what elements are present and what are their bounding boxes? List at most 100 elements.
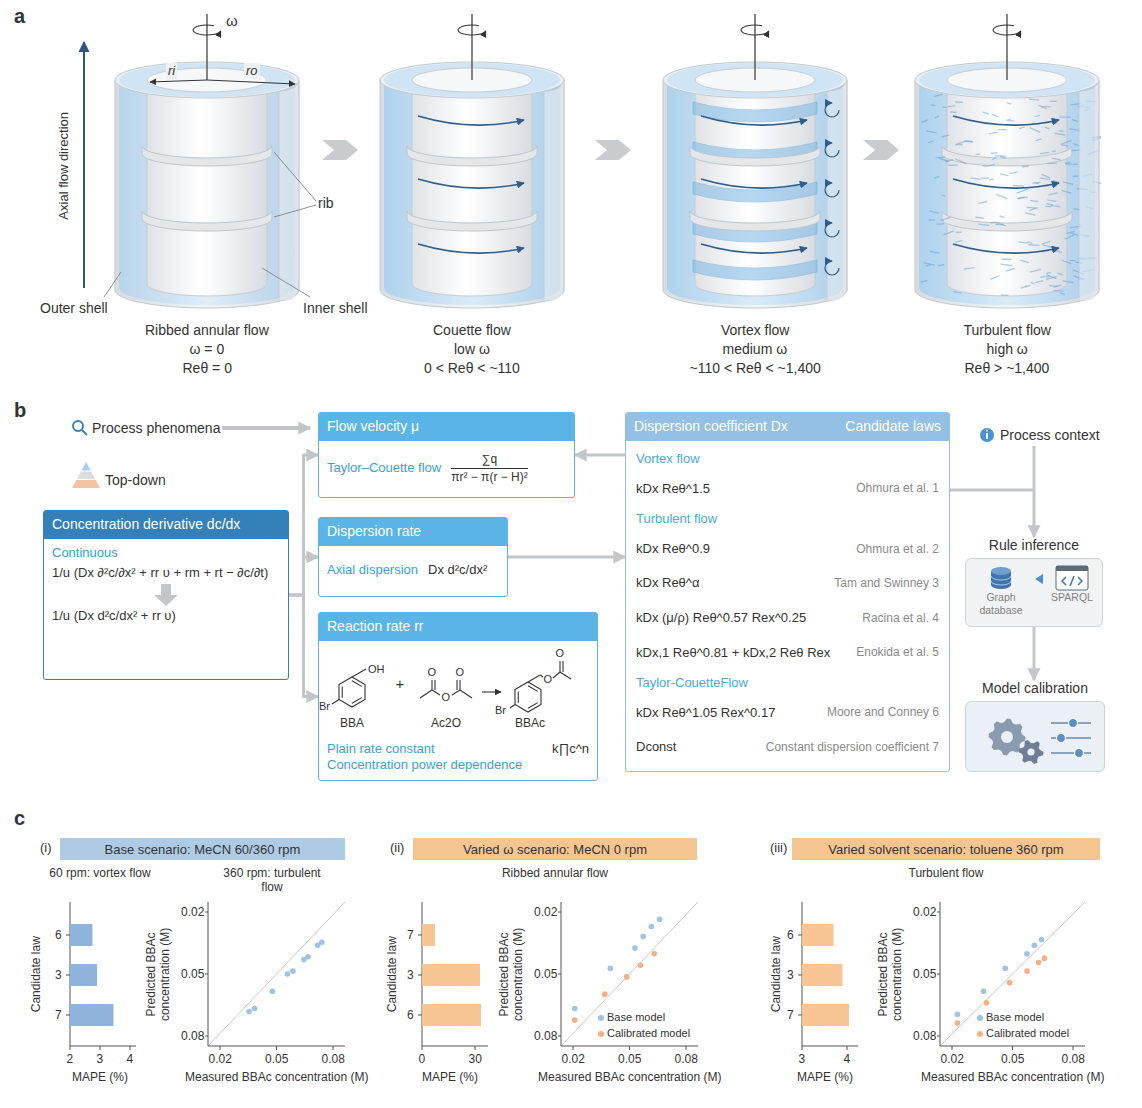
tick: [66, 1015, 70, 1016]
body-label: Concentration power dependence: [327, 757, 522, 774]
connector: [289, 595, 318, 697]
tick: [276, 1046, 277, 1050]
axis: [802, 1046, 858, 1047]
law-citation: Constant dispersion coefficient 7: [766, 740, 939, 756]
bond: [528, 675, 540, 682]
inner-shell: [947, 80, 1067, 296]
connector: [289, 557, 318, 595]
law-formula: kDx Reθ^1.05 Rex^0.17: [636, 705, 775, 722]
text-label: 3: [407, 968, 414, 982]
bond: [432, 690, 440, 695]
turbulence-streak: [955, 159, 966, 164]
turbulence-streak: [992, 158, 996, 160]
tick: [70, 1046, 71, 1050]
bond: [342, 686, 343, 697]
node-dx: Dispersion coefficient DxCandidate lawsV…: [625, 412, 950, 772]
law-row: kDx Reθ^1.5Ohmura et al. 1: [636, 476, 939, 502]
body-label: Axial dispersion: [327, 562, 418, 579]
connector: [950, 490, 1034, 537]
text-label: 60 rpm: vortex flow: [45, 866, 155, 880]
benzene-ring: [339, 677, 365, 707]
tick: [1073, 1046, 1074, 1050]
text-label: MAPE (%): [422, 1070, 478, 1084]
turbulence-streak: [1029, 208, 1036, 211]
text-label: Measured BBAc concentration (M): [538, 1070, 721, 1084]
turbulence-streak: [1050, 101, 1056, 103]
turbulence-streak: [1028, 244, 1039, 246]
text-label: Ac2O: [431, 716, 461, 730]
reactor: [915, 14, 1101, 308]
tick: [418, 935, 422, 936]
rib: [142, 211, 272, 231]
database-icon: [991, 567, 1011, 575]
turbulence-streak: [1018, 197, 1028, 198]
flow-arrow: [701, 179, 807, 188]
icon-column: Graph database: [971, 565, 1031, 616]
turbulence-streak: [1040, 178, 1050, 179]
turbulence-streak: [1027, 242, 1032, 244]
data-point: [955, 1012, 961, 1018]
rotation-arrow: [741, 25, 769, 35]
header-text: Dispersion rate: [327, 523, 499, 541]
rate-labels: Plain rate constantConcentration power d…: [327, 741, 522, 775]
shaft: [471, 14, 473, 80]
turbulence-streak: [921, 120, 928, 123]
turbulence-streak: [1036, 139, 1042, 141]
text-label: 0.08: [675, 1052, 698, 1066]
bond: [510, 705, 515, 709]
tick: [205, 912, 208, 913]
outer-shell-front: [827, 80, 847, 301]
fluid: [919, 80, 1095, 305]
rib: [407, 146, 537, 166]
text-label: 2: [67, 1052, 74, 1066]
legend-swatch: [598, 1015, 604, 1021]
text-label: 0.08: [1062, 1052, 1085, 1066]
turbulence-streak: [1058, 273, 1063, 274]
text-label: Process context: [1000, 427, 1100, 444]
turbulence-streak: [943, 107, 947, 108]
text-label: Couette flow: [433, 322, 511, 339]
chart: [66, 902, 345, 1050]
turbulence-streak: [1047, 162, 1057, 164]
turbulence-streak: [1061, 140, 1072, 144]
text-label: Reθ = 0: [183, 360, 232, 377]
section-heading: Rule inference: [965, 537, 1103, 553]
down-arrow: [146, 582, 186, 608]
connector: [508, 556, 625, 559]
data-point: [657, 916, 663, 922]
text-label: rib: [318, 195, 334, 212]
outer-shell: [380, 80, 564, 308]
rule-box: Graph databaseSPARQL: [965, 558, 1103, 627]
turbulence-streak: [941, 217, 950, 220]
turbulence-streak: [975, 217, 984, 219]
text-label: Turbulent flow: [964, 322, 1051, 339]
turbulence-streak: [1063, 182, 1074, 185]
axis: [422, 1046, 488, 1047]
turbulence-streak: [1042, 241, 1050, 244]
turbulence-streak: [1038, 105, 1047, 109]
text-label: 0.05: [534, 967, 557, 981]
text-label: 7: [787, 1008, 794, 1022]
turbulence-streak: [950, 111, 956, 113]
text-label: 0.02: [181, 905, 204, 919]
turbulence-streak: [1073, 144, 1080, 146]
text-label: ro: [244, 63, 260, 79]
turbulence-streak: [1049, 285, 1058, 287]
turbulence-streak: [981, 178, 989, 179]
header-text: Candidate laws: [845, 418, 941, 436]
tick: [802, 1046, 803, 1050]
outer-shell: [663, 80, 847, 308]
fluid: [667, 80, 843, 305]
text-label: Br: [319, 700, 330, 713]
code-icon: [1055, 565, 1089, 591]
data-point: [1024, 951, 1030, 957]
stage-arrow: [322, 140, 358, 160]
turbulence-streak: [1031, 282, 1035, 283]
context-line: [1033, 446, 1036, 489]
header-text: Dispersion coefficient Dx: [634, 418, 788, 436]
data-point: [638, 963, 644, 969]
text-label: Candidate law: [29, 909, 43, 1039]
text-label: Predicted BBAc concentration (M): [144, 909, 173, 1039]
text-label: ri: [166, 63, 177, 79]
turbulence-streak: [989, 179, 993, 181]
